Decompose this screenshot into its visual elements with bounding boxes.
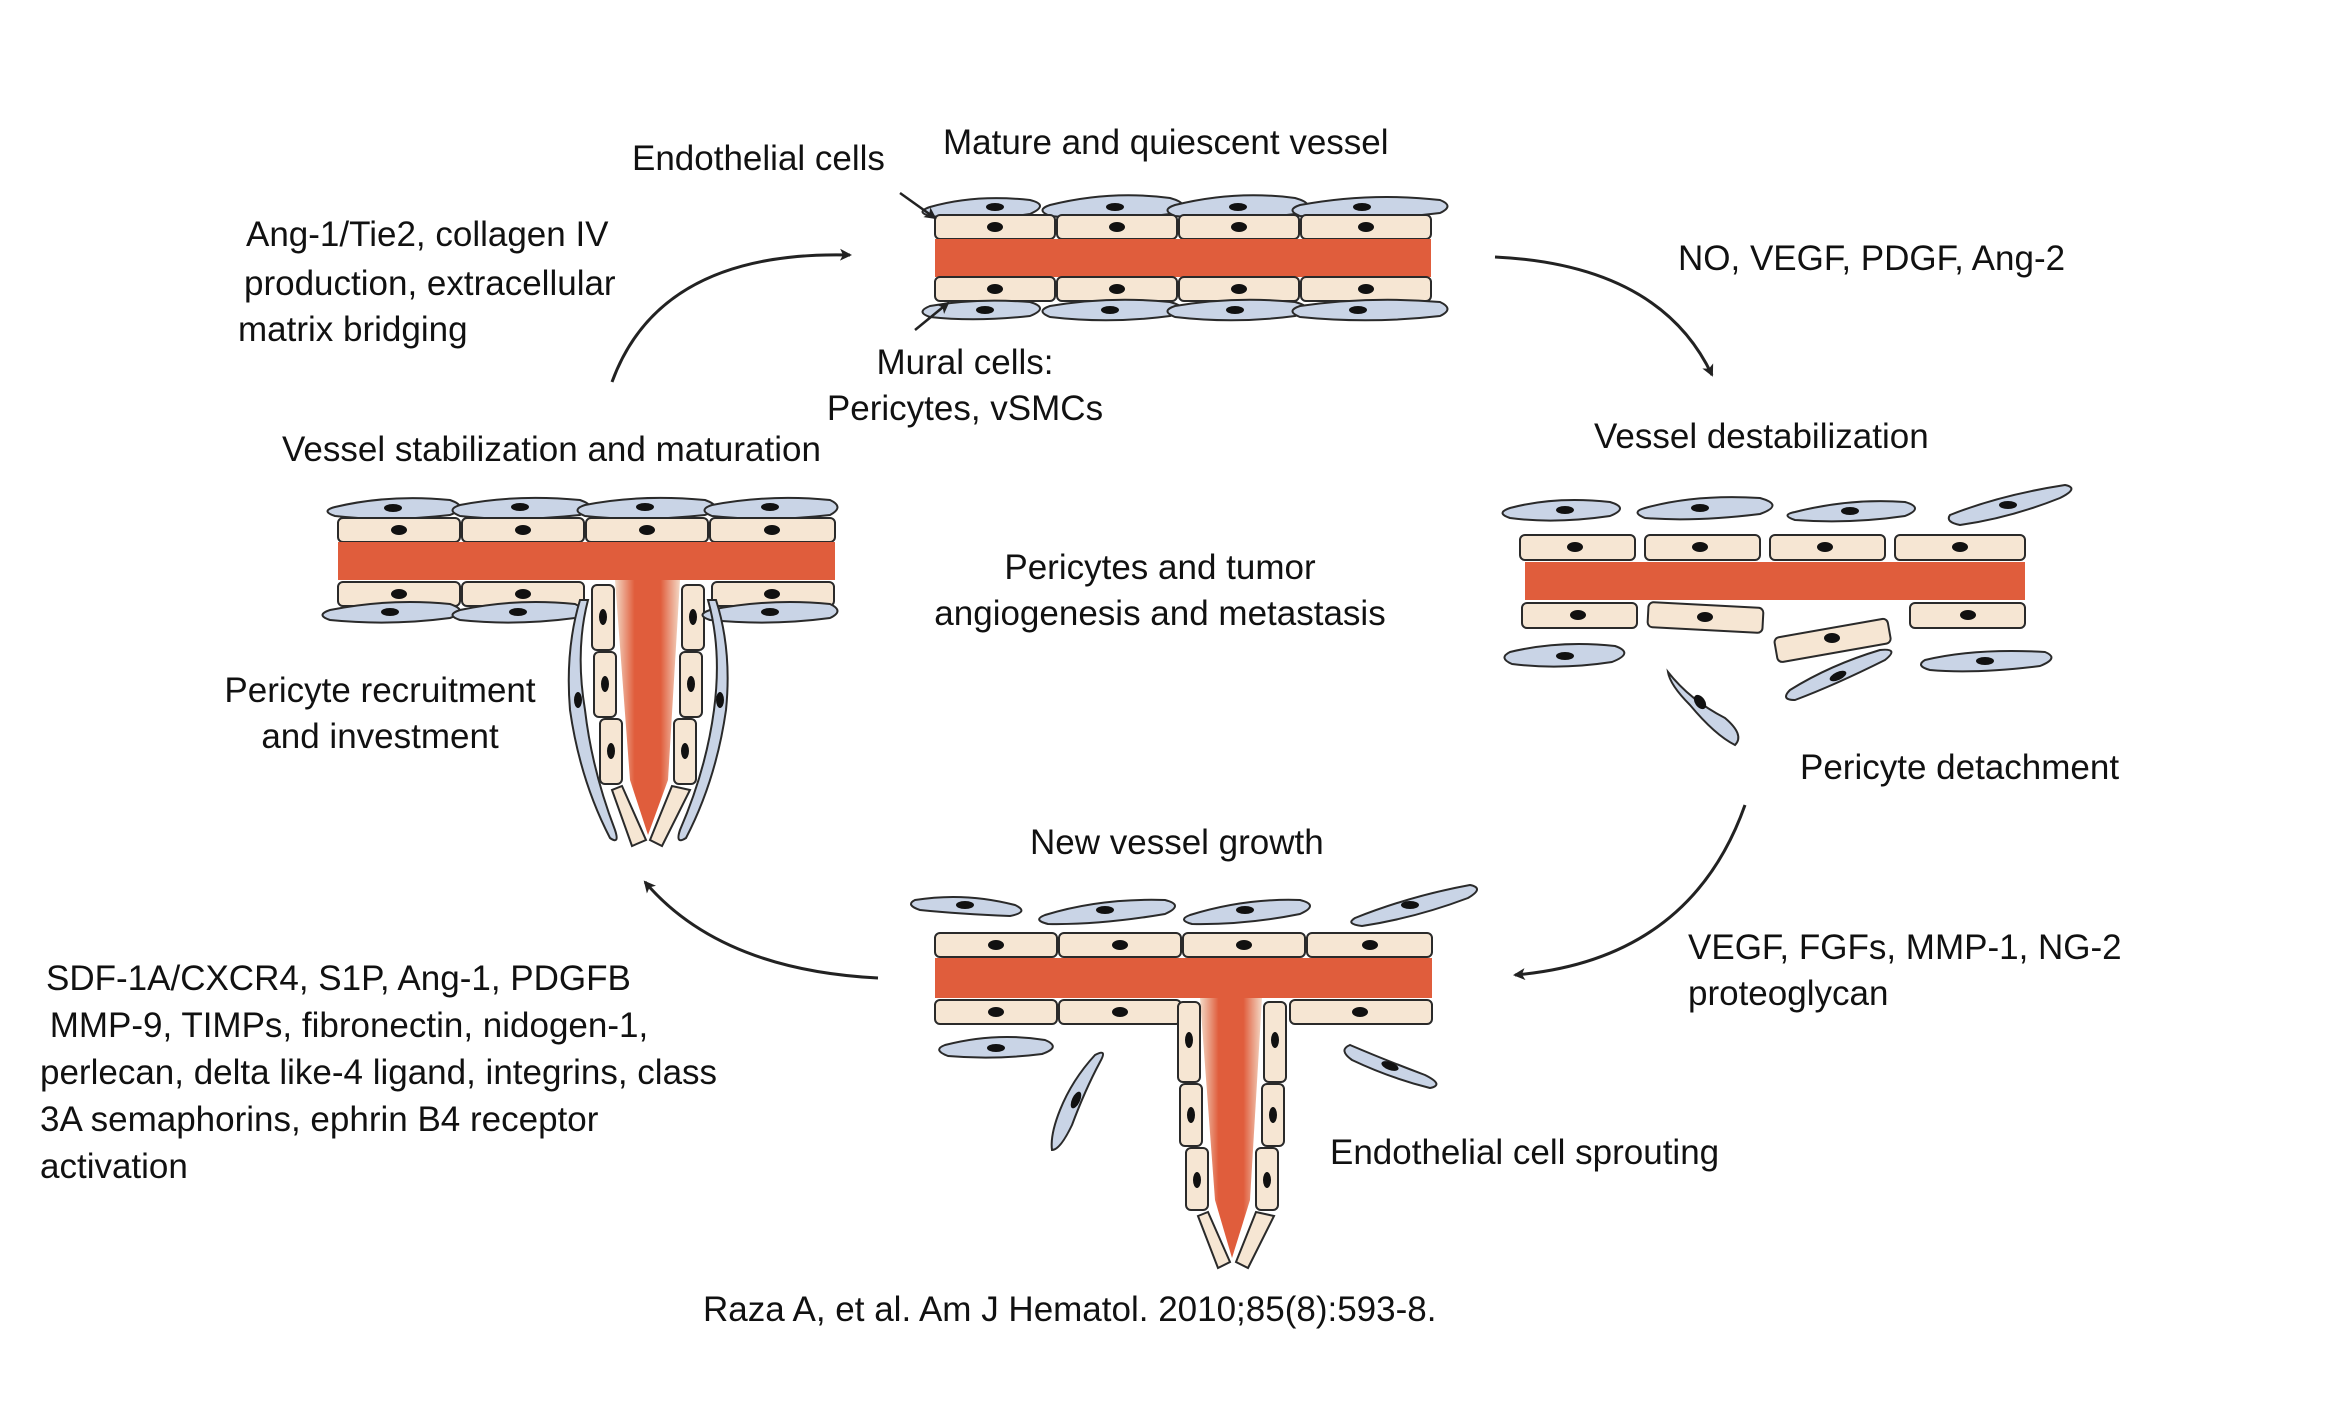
pericyte-layer-top	[326, 496, 839, 520]
mural-cells-line: Mural cells:	[876, 343, 1054, 382]
mural-cells-line: Pericytes, vSMCs	[826, 389, 1104, 428]
recruitment-factors-line: perlecan, delta like-4 ligand, integrins…	[40, 1053, 718, 1092]
vessel-lumen	[1525, 562, 2025, 600]
destabilization-factors-label: NO, VEGF, PDGF, Ang-2	[1678, 239, 2066, 278]
stabilization-title: Vessel stabilization and maturation	[282, 430, 821, 469]
arrow-to-new-growth	[1513, 804, 1747, 981]
vessel-lumen	[338, 542, 835, 580]
stabilization-factors-label: Ang-1/Tie2, collagen IV production, extr…	[238, 212, 616, 353]
vessel-lumen	[935, 239, 1431, 277]
pericytes-bottom	[938, 1035, 1438, 1152]
endothelial-row-top	[1519, 534, 2026, 561]
center-title: Pericytes and tumor angiogenesis and met…	[905, 545, 1415, 637]
stabilization-factors-line: matrix bridging	[238, 310, 468, 349]
sprout-endothelial-cells	[1177, 1001, 1287, 1270]
vessel-stabilized	[321, 496, 839, 848]
endothelial-row-bottom	[1521, 601, 2026, 663]
citation: Raza A, et al. Am J Hematol. 2010;85(8):…	[703, 1290, 1437, 1329]
center-title-line: Pericytes and tumor	[1004, 548, 1316, 587]
endothelial-row-bottom	[934, 999, 1433, 1025]
detached-pericytes-top	[1501, 483, 2073, 527]
recruitment-factors-line: activation	[40, 1147, 188, 1186]
sprouting-label: Endothelial cell sprouting	[1330, 1133, 1720, 1172]
vessel-mature	[899, 191, 1449, 331]
mature-vessel-title: Mature and quiescent vessel	[943, 123, 1389, 162]
recruitment-factors-label: SDF-1A/CXCR4, S1P, Ang-1, PDGFB MMP-9, T…	[40, 955, 717, 1190]
recruitment-line: Pericyte recruitment	[224, 671, 536, 710]
pericyte-layer-bottom	[321, 599, 839, 842]
sprout-lumen	[615, 580, 680, 835]
recruitment-factors-line: SDF-1A/CXCR4, S1P, Ang-1, PDGFB	[46, 959, 631, 998]
pericytes-top	[910, 883, 1478, 928]
vessel-lumen	[935, 958, 1432, 998]
pericyte-layer-bottom	[921, 298, 1449, 322]
endothelial-row-top	[934, 214, 1432, 240]
mural-cells-label: Mural cells: Pericytes, vSMCs	[805, 340, 1125, 432]
endothelial-row-top	[934, 932, 1433, 958]
arrow-to-destabilization	[1494, 255, 1714, 377]
new-growth-title: New vessel growth	[1030, 823, 1324, 862]
endothelial-cells-label: Endothelial cells	[632, 139, 885, 178]
vessel-new-growth	[910, 883, 1478, 1270]
stabilization-factors-line: production, extracellular	[244, 264, 616, 303]
recruitment-factors-line: 3A semaphorins, ephrin B4 receptor	[40, 1100, 599, 1139]
detachment-label: Pericyte detachment	[1800, 748, 2120, 787]
growth-factors-label: VEGF, FGFs, MMP-1, NG-2 proteoglycan	[1688, 925, 2122, 1017]
recruitment-factors-line: MMP-9, TIMPs, fibronectin, nidogen-1,	[40, 1006, 649, 1045]
endothelial-row-bottom	[934, 276, 1432, 302]
recruitment-label: Pericyte recruitment and investment	[200, 668, 560, 760]
sprout-lumen	[1200, 998, 1262, 1258]
destabilization-title: Vessel destabilization	[1594, 417, 1929, 456]
arrow-to-mature	[610, 248, 852, 383]
cycle-arrow-icon	[610, 248, 1747, 981]
arrow-to-stabilization	[643, 880, 879, 980]
growth-factors-line: proteoglycan	[1688, 974, 1889, 1013]
center-title-line: angiogenesis and metastasis	[934, 594, 1386, 633]
mural-pointer-arrow	[914, 301, 950, 331]
endothelial-row-top	[337, 517, 836, 543]
stabilization-factors-line: Ang-1/Tie2, collagen IV	[246, 215, 609, 254]
detached-pericytes-bottom	[1503, 643, 2053, 747]
growth-factors-line: VEGF, FGFs, MMP-1, NG-2	[1688, 928, 2122, 967]
endothelial-pointer-arrow	[899, 191, 937, 220]
vessel-destabilized	[1501, 483, 2073, 747]
sprout-endothelial-cells	[591, 584, 705, 848]
recruitment-line: and investment	[261, 717, 499, 756]
